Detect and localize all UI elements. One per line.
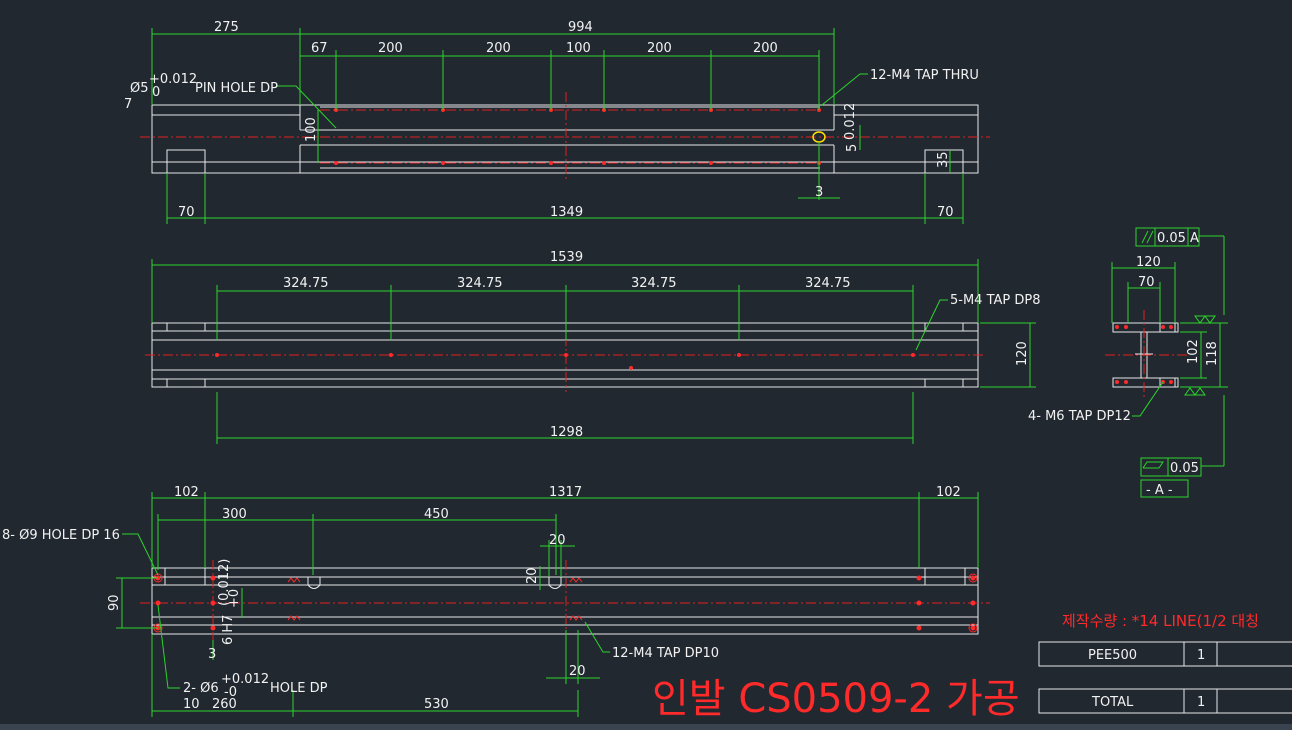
section-view: 0.05 A 120 70 102 118 4- M6 TAP DP12 0.0…: [1028, 227, 1228, 498]
table-row-2-qty: 1: [1197, 695, 1205, 710]
dim-200-b: 200: [486, 41, 511, 56]
top-dimension-lines: [151, 28, 964, 224]
status-bar: [0, 724, 1292, 730]
dim-200-a: 200: [378, 41, 403, 56]
middle-view: 1539 324.75 324.75 324.75 324.75 5-M4 TA…: [145, 250, 1041, 444]
dim-994: 994: [568, 20, 593, 35]
parallelism-tolerance: 0.05: [1157, 231, 1186, 246]
bottom-tap-markers: [287, 577, 583, 621]
fit-h7: 6 H7: [221, 615, 236, 645]
dim-90: 90: [107, 594, 122, 611]
drawing-title: 인발 CS0509-2 가공: [652, 676, 1020, 722]
parts-table: PEE500 1 TOTAL 1: [1038, 641, 1292, 714]
dim-10: 10: [183, 697, 200, 712]
middle-tap-holes: [215, 353, 915, 370]
pitch-324-3: 324.75: [631, 276, 677, 291]
section-dim-102: 102: [1186, 339, 1201, 364]
dim-100-vertical: 100: [304, 117, 319, 142]
dim-20-vertical: 20: [525, 567, 540, 584]
dim-1317: 1317: [549, 485, 582, 500]
section-dim-118: 118: [1205, 341, 1220, 366]
dim-200-c: 200: [647, 41, 672, 56]
section-tap-note: 4- M6 TAP DP12: [1028, 409, 1131, 424]
section-holes: [1115, 325, 1173, 384]
section-dim-70: 70: [1138, 275, 1155, 290]
pin-hole-diameter: Ø5: [130, 81, 149, 96]
middle-tap-note: 5-M4 TAP DP8: [950, 293, 1041, 308]
dim-70-right: 70: [937, 205, 954, 220]
pin-hole-tol-plus: +0.012: [149, 72, 197, 87]
dim-67: 67: [311, 41, 328, 56]
bottom-hole-note: 8- Ø9 HOLE DP 16: [2, 528, 120, 543]
dim-1298: 1298: [550, 425, 583, 440]
dim-300: 300: [222, 507, 247, 522]
bottom-dimension-lines: [116, 492, 979, 717]
pitch-324-1: 324.75: [283, 276, 329, 291]
bottom-view-outline: [151, 567, 979, 635]
bottom-tap-note: 12-M4 TAP DP10: [612, 646, 719, 661]
tolerance-zero: +0: [227, 589, 242, 608]
dim-260: 260: [212, 697, 237, 712]
dim-102-right: 102: [936, 485, 961, 500]
pitch-324-2: 324.75: [457, 276, 503, 291]
table-row-1-qty: 1: [1197, 648, 1205, 663]
pin-note-tol-zero: -0: [224, 685, 237, 700]
top-tap-holes: [334, 108, 821, 165]
pin-hole-depth: 7: [124, 97, 132, 112]
quantity-note: 제작수량 : *14 LINE(1/2 대칭: [1062, 612, 1259, 630]
dim-small-tol: 0.012: [843, 103, 858, 140]
dim-275: 275: [214, 20, 239, 35]
pin-note-suffix: HOLE DP: [270, 681, 328, 696]
pin-note-prefix: 2- Ø6: [183, 681, 219, 696]
dim-1539: 1539: [550, 250, 583, 265]
tolerance-text: (0.012): [217, 559, 232, 606]
flatness-tolerance: 0.05: [1170, 461, 1199, 476]
dim-3-bottom: 3: [208, 647, 216, 662]
pin-note-tol-plus: +0.012: [221, 672, 269, 687]
dim-102-left: 102: [174, 485, 199, 500]
section-dim-120: 120: [1136, 255, 1161, 270]
parallelism-datum: A: [1190, 231, 1199, 246]
dim-20-top: 20: [549, 533, 566, 548]
dim-120-vertical: 120: [1015, 341, 1030, 366]
top-view-outline: [151, 104, 979, 174]
dim-1349: 1349: [550, 205, 583, 220]
dim-70-left: 70: [178, 205, 195, 220]
top-view: 275 994 67 200 200 100 200 200 Ø5 +0.012…: [124, 20, 990, 224]
pitch-324-4: 324.75: [805, 276, 851, 291]
table-row-2-name: TOTAL: [1091, 695, 1134, 710]
pin-hole-label: PIN HOLE DP: [195, 81, 278, 96]
dim-small-5: 5: [845, 144, 860, 152]
dim-100: 100: [566, 41, 591, 56]
dim-3: 3: [815, 185, 823, 200]
dim-450: 450: [424, 507, 449, 522]
bottom-view: 102 1317 102 300 450 8- Ø9 HOLE DP 16 20…: [2, 485, 990, 717]
middle-dimension-lines: [151, 259, 1036, 444]
section-dimension-lines: [1111, 227, 1228, 498]
top-tap-note: 12-M4 TAP THRU: [870, 68, 979, 83]
dim-530: 530: [424, 697, 449, 712]
pin-hole-tol-zero: 0: [152, 85, 160, 100]
dim-200-d: 200: [753, 41, 778, 56]
dim-35: 35: [936, 151, 951, 168]
dim-20-bottom: 20: [569, 664, 586, 679]
datum-a-label: - A -: [1146, 483, 1173, 498]
table-row-1-name: PEE500: [1088, 648, 1137, 663]
